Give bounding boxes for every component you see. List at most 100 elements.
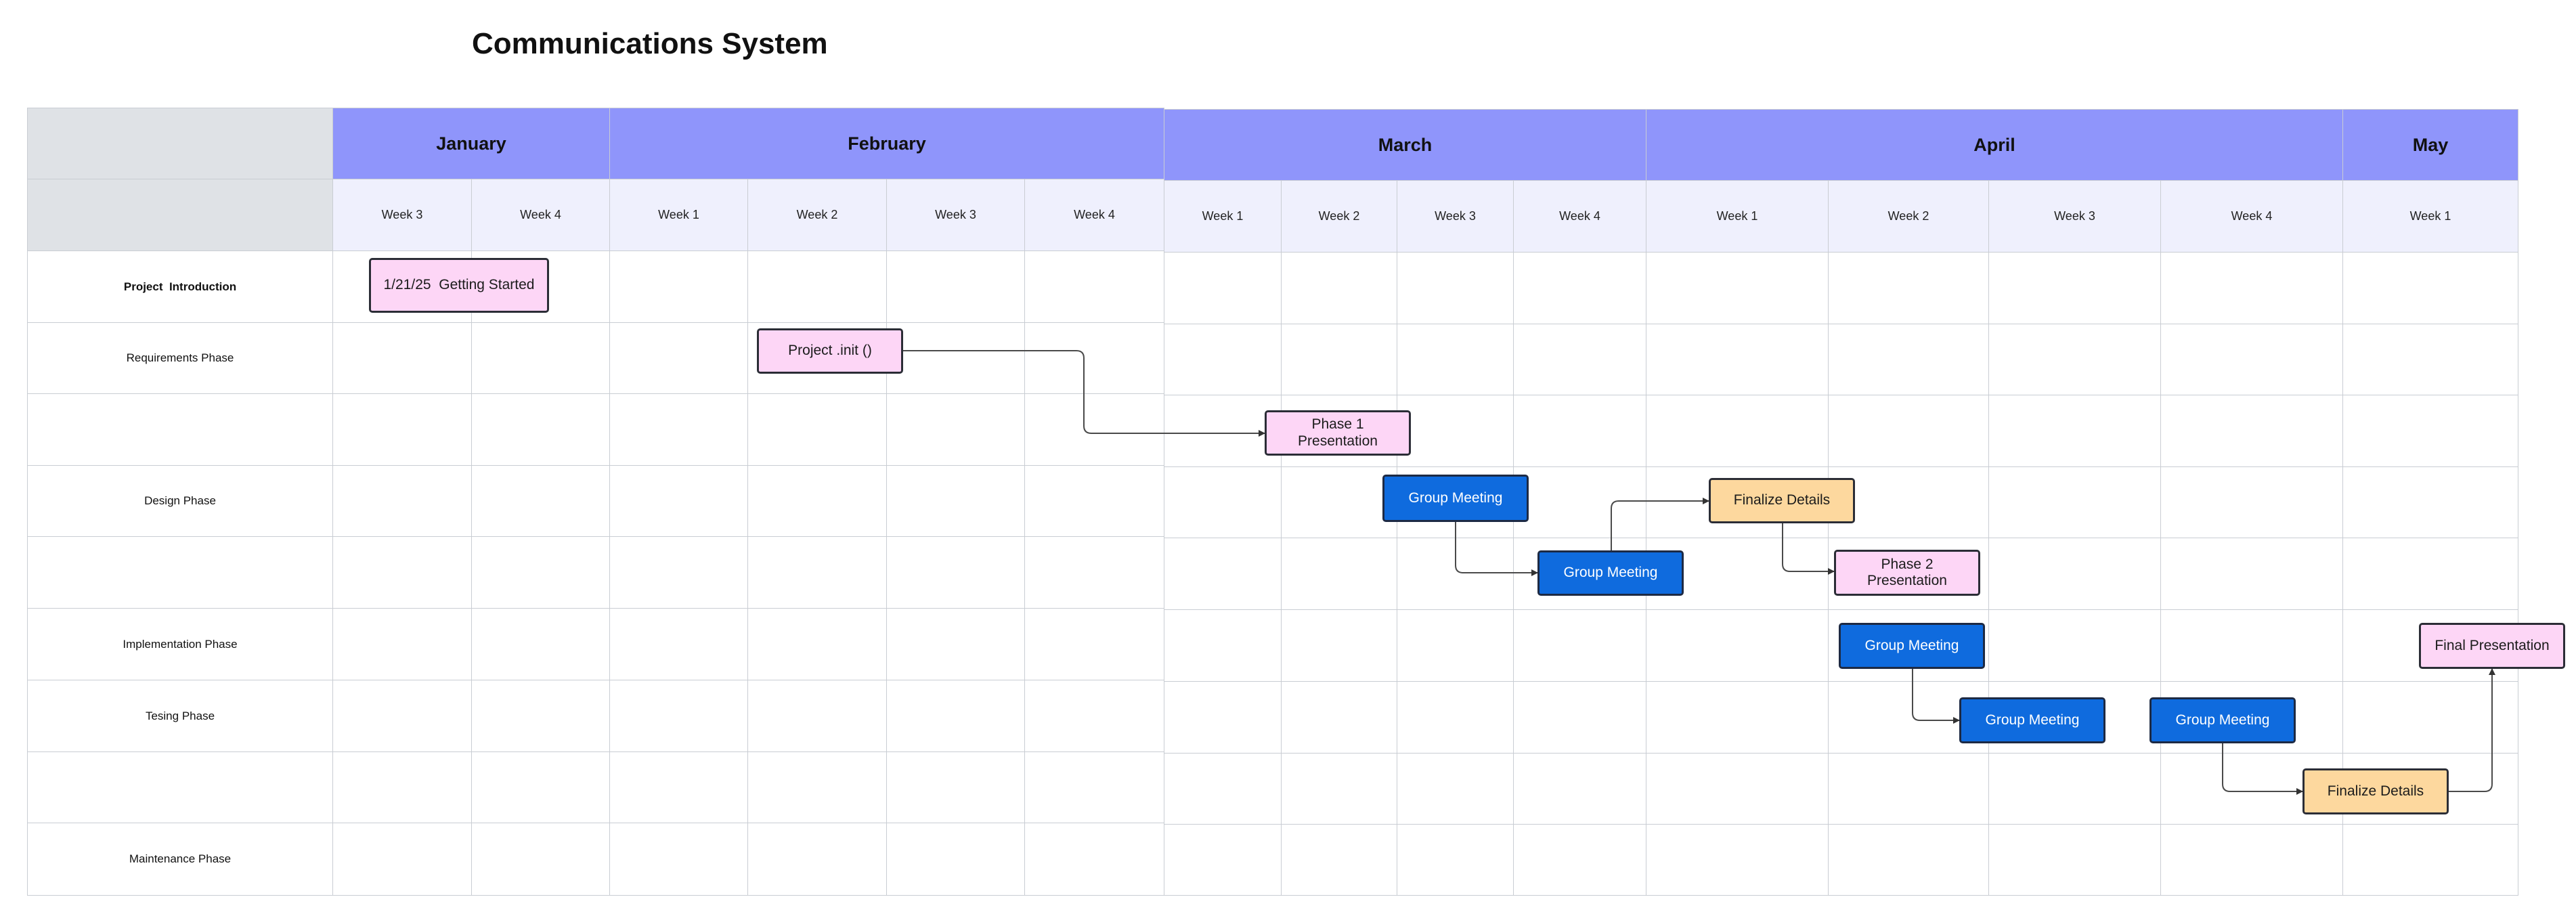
grid-cell (1828, 824, 1989, 896)
week-header: Week 3 (1397, 180, 1514, 253)
grid-cell (2342, 324, 2518, 395)
row-label-empty (27, 751, 333, 823)
task-phase2-presentation[interactable]: Phase 2 Presentation (1834, 550, 1980, 596)
grid-cell (1828, 753, 1989, 825)
week-header: Week 1 (2342, 180, 2518, 253)
grid-cell (886, 250, 1025, 323)
grid-cell (747, 465, 887, 537)
task-group-meeting-4[interactable]: Group Meeting (1959, 697, 2105, 743)
grid-cell (471, 322, 610, 394)
grid-cell (1164, 252, 1282, 324)
task-group-meeting-3[interactable]: Group Meeting (1839, 623, 1985, 669)
grid-cell (1164, 324, 1282, 395)
week-header: Week 4 (471, 179, 610, 251)
row-label-design-phase: Design Phase (27, 465, 333, 537)
grid-cell (886, 608, 1025, 680)
week-header: Week 4 (1513, 180, 1646, 253)
grid-cell (1164, 466, 1282, 538)
grid-cell (1024, 393, 1164, 466)
grid-cell (332, 536, 472, 609)
grid-cell (2160, 609, 2343, 682)
grid-cell (609, 823, 748, 896)
grid-cell (1513, 609, 1646, 682)
row-label-implementation-phase: Implementation Phase (27, 608, 333, 680)
grid-cell (471, 393, 610, 466)
grid-cell (471, 536, 610, 609)
grid-cell (332, 465, 472, 537)
grid-cell (1646, 681, 1829, 754)
grid-cell (1397, 324, 1514, 395)
task-phase1-line1: Phase 1 (1311, 416, 1364, 433)
page-title: Communications System (472, 27, 828, 60)
grid-cell (332, 680, 472, 752)
grid-cell (747, 250, 887, 323)
grid-cell (886, 465, 1025, 537)
task-phase2-line2: Presentation (1867, 573, 1947, 588)
grid-cell (2342, 466, 2518, 538)
grid-cell (1397, 252, 1514, 324)
grid-cell (332, 322, 472, 394)
grid-cell (1513, 395, 1646, 467)
row-label-testing-phase: Tesing Phase (27, 680, 333, 752)
grid-cell (1828, 324, 1989, 395)
task-phase1-line2: Presentation (1298, 433, 1378, 449)
task-group-meeting-5[interactable]: Group Meeting (2149, 697, 2296, 743)
grid-cell (332, 823, 472, 896)
grid-cell (2342, 538, 2518, 610)
grid-cell (471, 751, 610, 823)
connector-finalize1-to-phase2 (1782, 523, 1835, 575)
row-label-empty (27, 393, 333, 466)
grid-cell (1281, 824, 1397, 896)
grid-cell (1988, 824, 2161, 896)
grid-cell (747, 823, 887, 896)
connector-group-meeting1-to-group-meeting2 (1455, 522, 1538, 576)
grid-cell (1164, 609, 1282, 682)
task-finalize-details-2[interactable]: Finalize Details (2302, 768, 2449, 814)
grid-cell (332, 393, 472, 466)
month-april: April (1646, 109, 2343, 181)
week-header: Week 3 (1988, 180, 2161, 253)
task-phase1-presentation[interactable]: Phase 1 Presentation (1265, 410, 1411, 456)
grid-cell (1513, 252, 1646, 324)
grid-cell (609, 250, 748, 323)
grid-cell (2342, 681, 2518, 754)
grid-cell (609, 608, 748, 680)
task-final-presentation[interactable]: Final Presentation (2419, 623, 2565, 669)
grid-cell (1024, 823, 1164, 896)
grid-cell (1397, 753, 1514, 825)
week-header: Week 4 (2160, 180, 2343, 253)
grid-cell (332, 751, 472, 823)
grid-cell (1988, 252, 2161, 324)
task-phase2-line1: Phase 2 (1881, 556, 1934, 572)
task-group-meeting-2[interactable]: Group Meeting (1537, 550, 1684, 596)
grid-cell (1024, 322, 1164, 394)
grid-cell (1281, 324, 1397, 395)
grid-cell (747, 751, 887, 823)
grid-cell (1281, 538, 1397, 610)
grid-cell (1164, 538, 1282, 610)
grid-cell (1164, 753, 1282, 825)
grid-cell (886, 536, 1025, 609)
grid-cell (886, 680, 1025, 752)
grid-cell (1164, 824, 1282, 896)
grid-cell (471, 465, 610, 537)
task-finalize-details-1[interactable]: Finalize Details (1709, 478, 1855, 523)
connector-project-init-to-phase1 (902, 350, 1265, 437)
grid-cell (2160, 824, 2343, 896)
grid-cell (1513, 753, 1646, 825)
grid-cell (609, 465, 748, 537)
grid-cell (1513, 824, 1646, 896)
connector-group-meeting2-to-finalize1 (1611, 498, 1709, 550)
grid-cell (1024, 608, 1164, 680)
grid-cell (1024, 680, 1164, 752)
task-project-init[interactable]: Project .init () (757, 328, 903, 374)
grid-cell (1397, 681, 1514, 754)
grid-cell (1513, 681, 1646, 754)
task-getting-started[interactable]: 1/21/25 Getting Started (369, 258, 549, 313)
grid-cell (2342, 395, 2518, 467)
grid-cell (1281, 681, 1397, 754)
corner-header (27, 108, 333, 179)
grid-cell (1988, 609, 2161, 682)
task-group-meeting-1[interactable]: Group Meeting (1382, 475, 1529, 522)
